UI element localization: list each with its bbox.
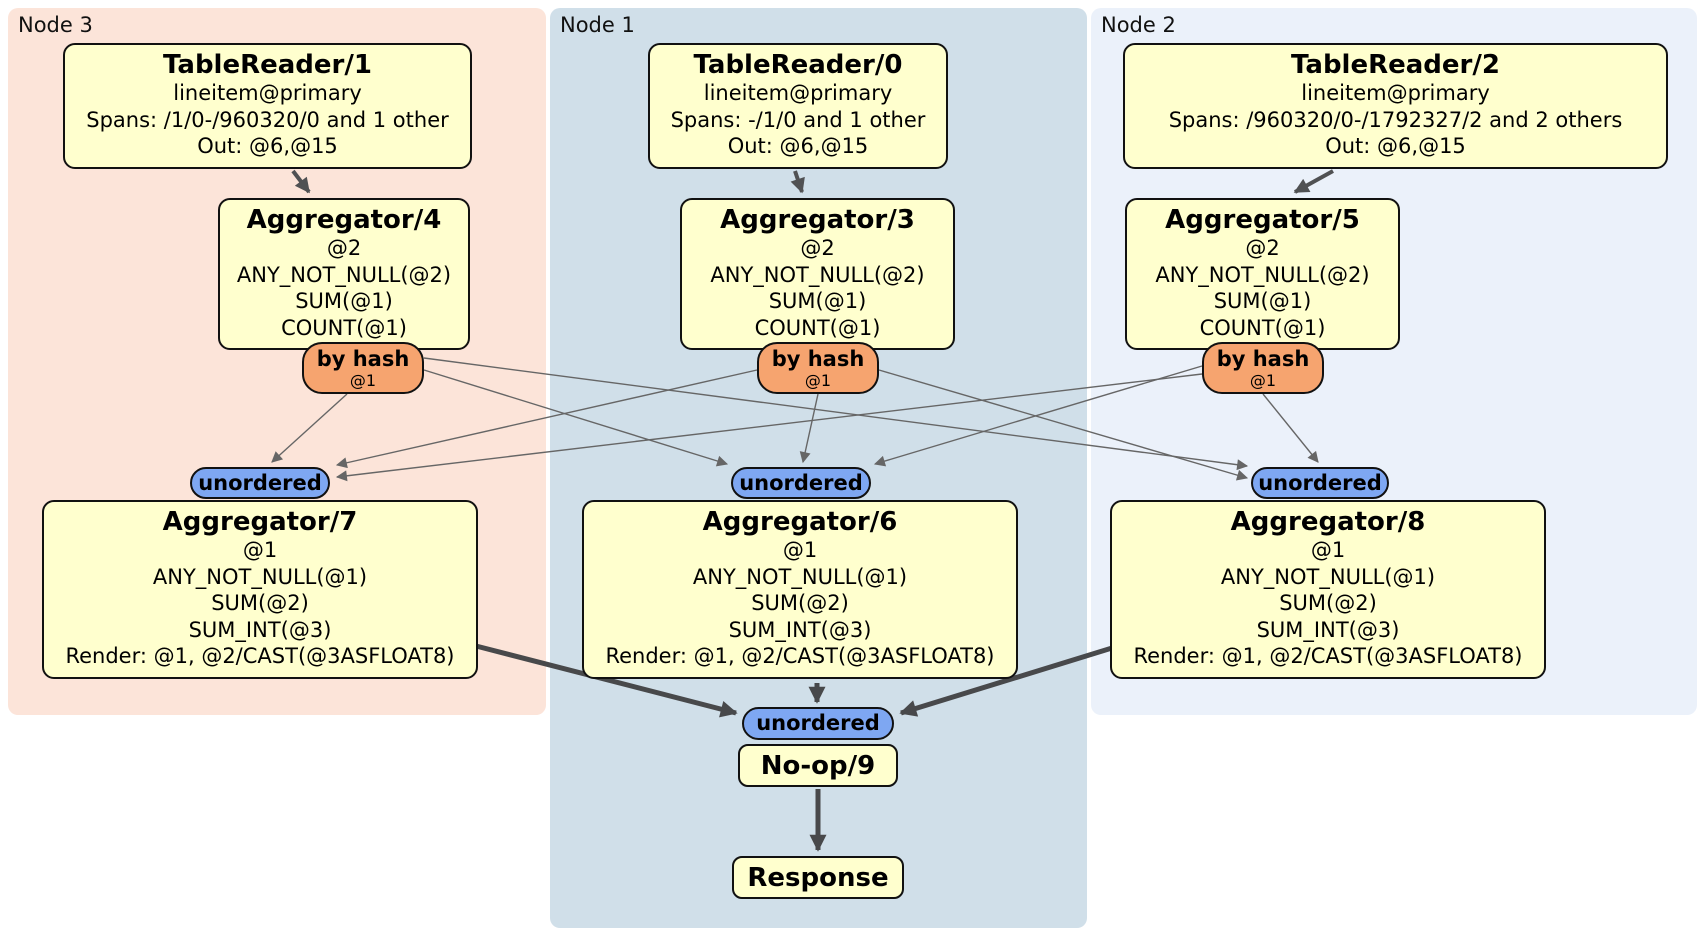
aggregator-4-fn3: COUNT(@1) bbox=[281, 315, 407, 340]
aggregator-8-groupcols: @1 bbox=[1310, 538, 1346, 562]
aggregator-7-render: Render: @1, @2/CAST(@3ASFLOAT8) bbox=[65, 644, 455, 668]
tablereader-1-box: TableReader/1 lineitem@primary Spans: /1… bbox=[63, 43, 472, 169]
unordered-sync-node2: unordered bbox=[1251, 467, 1389, 499]
aggregator-3-fn1: ANY_NOT_NULL(@2) bbox=[710, 262, 925, 287]
aggregator-5-groupcols: @2 bbox=[1245, 236, 1280, 260]
aggregator-5-fn2: SUM(@1) bbox=[1213, 289, 1312, 313]
tablereader-1-title: TableReader/1 bbox=[163, 50, 372, 80]
aggregator-8-fn1: ANY_NOT_NULL(@1) bbox=[1220, 564, 1436, 589]
aggregator-7-box: Aggregator/7 @1 ANY_NOT_NULL(@1) SUM(@2)… bbox=[42, 500, 478, 679]
aggregator-8-box: Aggregator/8 @1 ANY_NOT_NULL(@1) SUM(@2)… bbox=[1110, 500, 1546, 679]
aggregator-8-render: Render: @1, @2/CAST(@3ASFLOAT8) bbox=[1133, 644, 1523, 668]
tablereader-1-spans: Spans: /1/0-/960320/0 and 1 other bbox=[86, 107, 449, 132]
noop-9-title: No-op/9 bbox=[760, 751, 876, 781]
hash-router-node2-detail: @1 bbox=[1249, 371, 1277, 390]
unordered-sync-node1: unordered bbox=[731, 467, 871, 499]
aggregator-5-title: Aggregator/5 bbox=[1165, 205, 1360, 235]
aggregator-6-groupcols: @1 bbox=[782, 538, 818, 562]
hash-router-node3: by hash @1 bbox=[302, 342, 424, 394]
aggregator-6-title: Aggregator/6 bbox=[702, 507, 898, 537]
tablereader-2-title: TableReader/2 bbox=[1291, 50, 1500, 80]
aggregator-3-box: Aggregator/3 @2 ANY_NOT_NULL(@2) SUM(@1)… bbox=[680, 198, 955, 350]
tablereader-2-index: lineitem@primary bbox=[1301, 81, 1490, 105]
response-box: Response bbox=[732, 856, 904, 899]
tablereader-0-box: TableReader/0 lineitem@primary Spans: -/… bbox=[648, 43, 948, 169]
aggregator-7-fn2: SUM(@2) bbox=[211, 591, 309, 615]
aggregator-8-fn2: SUM(@2) bbox=[1279, 591, 1377, 615]
aggregator-6-fn1: ANY_NOT_NULL(@1) bbox=[692, 564, 908, 589]
tablereader-0-out: Out: @6,@15 bbox=[727, 134, 869, 158]
aggregator-8-title: Aggregator/8 bbox=[1230, 507, 1426, 537]
aggregator-4-fn1: ANY_NOT_NULL(@2) bbox=[236, 262, 452, 287]
aggregator-3-fn3: COUNT(@1) bbox=[754, 315, 881, 340]
aggregator-7-fn3: SUM_INT(@3) bbox=[188, 617, 332, 642]
unordered-sync-final: unordered bbox=[742, 707, 894, 740]
aggregator-4-box: Aggregator/4 @2 ANY_NOT_NULL(@2) SUM(@1)… bbox=[218, 198, 470, 350]
aggregator-7-title: Aggregator/7 bbox=[162, 507, 358, 537]
aggregator-4-groupcols: @2 bbox=[326, 236, 362, 260]
hash-router-node1-detail: @1 bbox=[804, 371, 832, 390]
aggregator-3-fn2: SUM(@1) bbox=[768, 289, 867, 313]
node1-label: Node 1 bbox=[560, 13, 635, 37]
node2-label: Node 2 bbox=[1101, 13, 1176, 37]
response-title: Response bbox=[747, 863, 889, 893]
aggregator-6-render: Render: @1, @2/CAST(@3ASFLOAT8) bbox=[605, 644, 995, 668]
tablereader-0-title: TableReader/0 bbox=[693, 50, 903, 80]
hash-router-node1-label: by hash bbox=[771, 347, 865, 371]
tablereader-2-out: Out: @6,@15 bbox=[1325, 134, 1466, 158]
node3-label: Node 3 bbox=[18, 13, 93, 37]
tablereader-2-box: TableReader/2 lineitem@primary Spans: /9… bbox=[1123, 43, 1668, 169]
aggregator-6-fn3: SUM_INT(@3) bbox=[728, 617, 872, 642]
tablereader-1-index: lineitem@primary bbox=[173, 81, 362, 105]
hash-router-node2-label: by hash bbox=[1216, 347, 1310, 371]
aggregator-4-fn2: SUM(@1) bbox=[295, 289, 393, 313]
unordered-sync-node3: unordered bbox=[190, 467, 330, 499]
hash-router-node3-label: by hash bbox=[316, 347, 410, 371]
aggregator-3-groupcols: @2 bbox=[800, 236, 835, 260]
aggregator-4-title: Aggregator/4 bbox=[246, 205, 442, 235]
aggregator-7-fn1: ANY_NOT_NULL(@1) bbox=[152, 564, 368, 589]
tablereader-1-out: Out: @6,@15 bbox=[197, 134, 338, 158]
aggregator-5-box: Aggregator/5 @2 ANY_NOT_NULL(@2) SUM(@1)… bbox=[1125, 198, 1400, 350]
tablereader-2-spans: Spans: /960320/0-/1792327/2 and 2 others bbox=[1168, 107, 1623, 132]
hash-router-node3-detail: @1 bbox=[349, 371, 377, 390]
aggregator-8-fn3: SUM_INT(@3) bbox=[1256, 617, 1400, 642]
hash-router-node1: by hash @1 bbox=[757, 342, 879, 394]
aggregator-5-fn3: COUNT(@1) bbox=[1199, 315, 1326, 340]
aggregator-3-title: Aggregator/3 bbox=[720, 205, 915, 235]
aggregator-6-fn2: SUM(@2) bbox=[751, 591, 849, 615]
noop-9-box: No-op/9 bbox=[738, 744, 898, 787]
tablereader-0-spans: Spans: -/1/0 and 1 other bbox=[670, 107, 926, 132]
aggregator-6-box: Aggregator/6 @1 ANY_NOT_NULL(@1) SUM(@2)… bbox=[582, 500, 1018, 679]
aggregator-7-groupcols: @1 bbox=[242, 538, 278, 562]
aggregator-5-fn1: ANY_NOT_NULL(@2) bbox=[1155, 262, 1370, 287]
tablereader-0-index: lineitem@primary bbox=[703, 81, 893, 105]
hash-router-node2: by hash @1 bbox=[1202, 342, 1324, 394]
